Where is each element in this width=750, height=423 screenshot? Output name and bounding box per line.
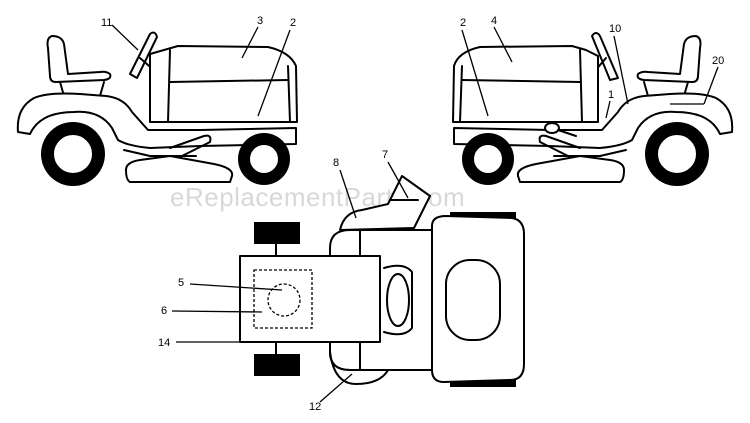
callout-8: 8 <box>333 157 339 169</box>
top-dash-curve <box>383 264 413 336</box>
top-rear-right-tire <box>450 377 516 387</box>
callout-2-left: 2 <box>290 17 296 29</box>
callout-20: 20 <box>712 55 724 67</box>
right-seat <box>636 35 702 83</box>
right-body-fender <box>453 92 734 149</box>
leader-7 <box>387 161 409 199</box>
leader-3 <box>241 26 259 59</box>
callout-3: 3 <box>257 15 263 27</box>
top-front-left-tire <box>254 222 300 244</box>
top-label-circle <box>267 283 301 317</box>
left-hood <box>149 45 298 123</box>
left-deck-connector <box>123 149 197 157</box>
right-steering-wheel <box>591 32 619 81</box>
right-key-shaft <box>557 129 577 137</box>
left-side-view-tractor <box>16 31 298 186</box>
leader-5 <box>189 283 283 291</box>
leader-2-right <box>461 29 489 117</box>
left-hood-middle-line <box>169 79 289 83</box>
left-front-hub <box>248 143 280 175</box>
leader-2-left <box>257 29 291 117</box>
leader-12 <box>319 373 353 403</box>
callout-1: 1 <box>608 89 614 101</box>
top-front-right-tire <box>254 354 300 376</box>
callout-10: 10 <box>609 23 621 35</box>
right-key-icon <box>544 122 560 134</box>
top-discharge-chute <box>339 175 431 231</box>
callout-11: 11 <box>101 17 112 29</box>
top-hood <box>239 255 381 343</box>
leader-20 <box>703 66 719 105</box>
callout-5: 5 <box>178 277 184 289</box>
top-view-tractor <box>239 175 525 387</box>
right-hood <box>452 45 599 123</box>
right-side-view-tractor <box>452 32 734 186</box>
callout-12: 12 <box>309 401 321 413</box>
left-grille-line <box>287 65 291 123</box>
left-deck-arm <box>169 134 212 157</box>
leader-8 <box>339 169 357 219</box>
top-deck-bulge <box>329 351 389 385</box>
top-steering <box>386 273 410 327</box>
top-seat <box>445 259 501 341</box>
callout-6: 6 <box>161 305 167 317</box>
right-deck-connector <box>553 149 627 157</box>
right-rear-hub <box>656 133 698 175</box>
leader-6 <box>171 310 263 313</box>
leader-11 <box>111 24 139 51</box>
leader-1 <box>605 100 611 119</box>
leader-4 <box>493 26 513 63</box>
right-hood-middle-line <box>461 79 581 83</box>
left-body-fender <box>16 92 297 149</box>
right-front-hub <box>472 143 504 175</box>
callout-7: 7 <box>382 149 388 161</box>
right-hood-panel-line <box>579 49 583 123</box>
leader-10 <box>613 35 629 105</box>
callout-4: 4 <box>491 15 497 27</box>
left-rear-hub <box>52 133 94 175</box>
left-mower-deck <box>125 155 234 183</box>
left-hood-panel-line <box>167 49 171 123</box>
right-deck-arm <box>538 134 581 157</box>
callout-2-right: 2 <box>460 17 466 29</box>
callout-14: 14 <box>158 337 170 349</box>
left-seat <box>46 35 112 83</box>
right-mower-deck <box>516 155 625 183</box>
right-grille-line <box>459 65 463 123</box>
top-label-area <box>253 269 313 329</box>
left-steering-wheel <box>129 31 158 79</box>
